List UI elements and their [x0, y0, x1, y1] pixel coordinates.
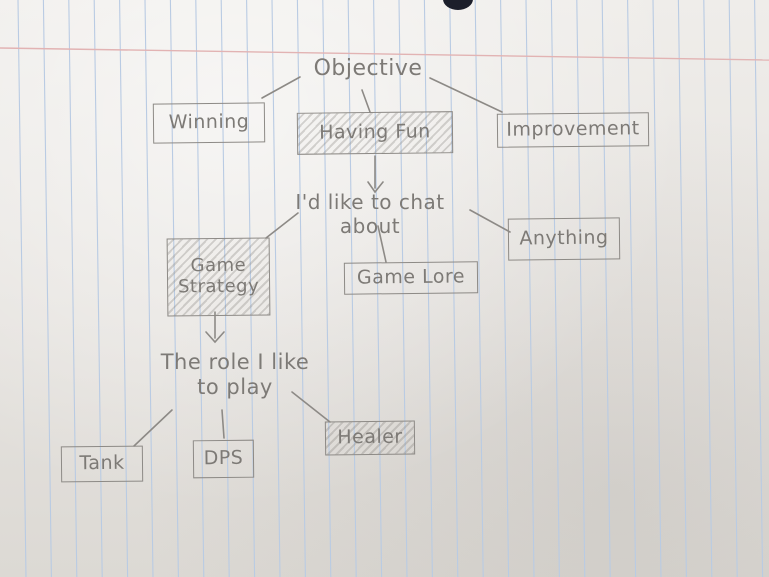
- node-having-fun: Having Fun: [296, 111, 454, 155]
- node-improvement: Improvement: [496, 112, 650, 148]
- rule-line: [754, 0, 764, 577]
- connector-chat-anything: [469, 209, 511, 233]
- rule-line: [398, 0, 408, 577]
- rule-line: [449, 0, 459, 577]
- rule-line: [474, 0, 484, 577]
- rule-line: [68, 0, 78, 577]
- root-objective-label: Objective: [313, 56, 423, 81]
- node-healer: Healer: [324, 420, 416, 456]
- rule-line: [144, 0, 154, 577]
- rule-line: [220, 0, 230, 577]
- rule-line: [373, 0, 383, 577]
- rule-line: [423, 0, 433, 577]
- rule-line: [296, 0, 306, 577]
- role-prompt-label: The role I like to play: [160, 350, 310, 400]
- ink-blot: [443, 0, 473, 10]
- connector-root-winning: [261, 76, 301, 99]
- rule-line: [271, 0, 281, 577]
- rule-line: [601, 0, 611, 577]
- rule-line: [627, 0, 637, 577]
- rule-line: [677, 0, 687, 577]
- node-dps: DPS: [192, 439, 255, 479]
- rule-line: [500, 0, 510, 577]
- rule-line: [550, 0, 560, 577]
- rule-line: [17, 0, 27, 577]
- rule-line: [576, 0, 586, 577]
- rule-line: [119, 0, 129, 577]
- node-game-strategy: Game Strategy: [166, 237, 271, 317]
- rule-line: [42, 0, 52, 577]
- arrowhead-having-fun: [367, 181, 384, 194]
- node-game-lore: Game Lore: [343, 261, 479, 295]
- connector-root-improvement: [429, 77, 503, 113]
- connector-root-having-fun: [361, 89, 371, 113]
- connector-role-dps: [221, 409, 225, 439]
- node-winning: Winning: [152, 102, 266, 144]
- rule-line: [322, 0, 332, 577]
- rule-line: [728, 0, 738, 577]
- node-tank: Tank: [60, 445, 144, 483]
- rule-line: [347, 0, 357, 577]
- rule-line: [525, 0, 535, 577]
- chat-prompt-label: I'd like to chat about: [295, 190, 445, 238]
- connector-role-healer: [291, 391, 331, 423]
- rule-line: [652, 0, 662, 577]
- rule-line: [246, 0, 256, 577]
- arrowhead-strategy: [205, 331, 225, 344]
- connector-role-tank: [133, 409, 173, 447]
- rule-line: [169, 0, 179, 577]
- margin-line: [0, 47, 769, 61]
- node-anything: Anything: [507, 217, 621, 261]
- rule-line: [93, 0, 103, 577]
- connector-chat-strategy: [265, 212, 299, 239]
- rule-line: [703, 0, 713, 577]
- connector-chat-lore: [377, 225, 387, 263]
- rule-line: [195, 0, 205, 577]
